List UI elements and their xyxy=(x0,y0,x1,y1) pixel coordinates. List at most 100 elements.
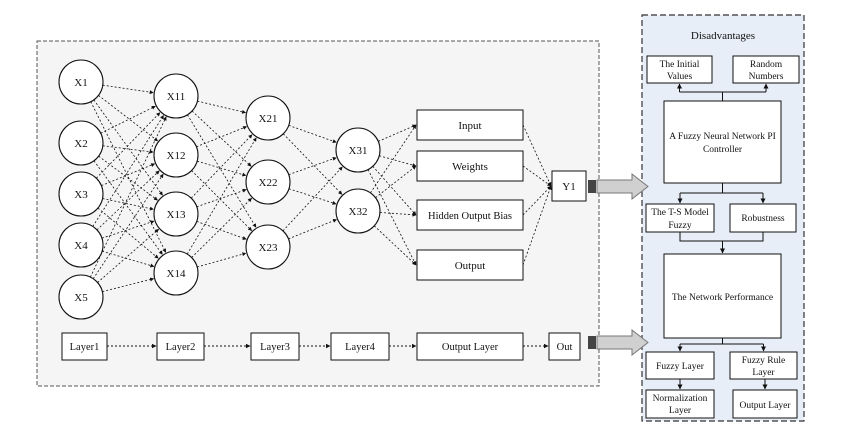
neuron-label: X5 xyxy=(74,292,88,304)
controller-to-top-boxes-connector xyxy=(679,91,766,101)
panel-title: Disadvantages xyxy=(691,30,755,42)
neuron-label: X22 xyxy=(259,177,278,189)
ts-model-box: The T-S Model Fuzzy xyxy=(645,203,715,233)
connection-line xyxy=(98,95,159,142)
connection-line xyxy=(190,134,253,199)
performance-to-bottom-boxes-connector xyxy=(680,338,764,345)
network-performance-box: The Network Performance xyxy=(663,253,782,339)
layer3-box: Layer3 xyxy=(250,332,300,361)
neuron-x21: X21 xyxy=(245,95,291,141)
connection-line xyxy=(522,165,552,187)
box-hidden-output-bias: Hidden Output Bias xyxy=(416,199,524,231)
out-to-panel-arrow xyxy=(588,328,649,357)
neuron-x12: X12 xyxy=(153,132,199,178)
connection-line xyxy=(378,124,417,142)
neuron-x4: X4 xyxy=(58,222,104,268)
normalization-layer-line1: Normalization xyxy=(653,394,708,404)
connection-line xyxy=(522,185,552,216)
connection-line xyxy=(96,112,161,179)
connection-line xyxy=(522,124,552,187)
panel-output-layer-box: Output Layer xyxy=(732,389,798,419)
ts-model-line1: The T-S Model xyxy=(651,208,709,218)
neuron-label: X13 xyxy=(167,209,186,221)
panel-connectors xyxy=(677,83,769,390)
layer2-box: Layer2 xyxy=(156,332,205,361)
fuzzy-rule-layer-box: Fuzzy Rule Layer xyxy=(729,351,798,380)
initial-values-line2: Values xyxy=(667,72,693,82)
connection-line xyxy=(522,185,552,266)
connection-line xyxy=(98,155,158,201)
connection-line xyxy=(186,137,257,255)
y1-to-panel-arrow xyxy=(588,172,649,201)
ts-model-line2: Fuzzy xyxy=(668,221,691,231)
connection-line xyxy=(370,124,417,194)
connection-line xyxy=(197,252,247,268)
neuron-x5: X5 xyxy=(58,274,104,320)
neuron-x31: X31 xyxy=(335,127,381,173)
neuron-x22: X22 xyxy=(245,159,291,205)
neuron-x13: X13 xyxy=(153,191,199,237)
connection-line xyxy=(196,160,247,177)
controller-box: A Fuzzy Neural Network PI Controller xyxy=(663,100,782,184)
neuron-x23: X23 xyxy=(245,224,291,270)
neuron-x1: X1 xyxy=(58,59,104,105)
random-numbers-line2: Numbers xyxy=(749,72,784,82)
connection-line xyxy=(191,110,252,167)
connection-line xyxy=(187,114,257,228)
neuron-x32: X32 xyxy=(335,188,381,234)
neuron-label: X14 xyxy=(167,268,186,280)
layer1-label: Layer1 xyxy=(70,342,100,353)
connection-line xyxy=(372,166,417,216)
neuron-x11: X11 xyxy=(153,73,199,119)
normalization-layer-line2: Layer xyxy=(669,406,692,416)
connection-line xyxy=(101,250,155,268)
node-y1-label: Y1 xyxy=(562,181,575,193)
neuron-label: X12 xyxy=(167,150,186,162)
output-layer-label: Output Layer xyxy=(442,342,499,353)
out-box: Out xyxy=(548,332,581,361)
connection-line xyxy=(102,198,154,211)
connection-line xyxy=(375,165,417,198)
controller-line1: A Fuzzy Neural Network PI xyxy=(669,132,776,142)
neuron-label: X1 xyxy=(74,77,87,89)
neuron-label: X11 xyxy=(167,91,186,103)
box-output: Output xyxy=(416,249,524,281)
fuzzy-layer-box: Fuzzy Layer xyxy=(645,351,715,380)
connection-line xyxy=(97,228,159,283)
neuron-label: X4 xyxy=(74,240,88,252)
connection-line xyxy=(367,169,417,266)
connection-line xyxy=(196,188,247,208)
neuron-x3: X3 xyxy=(58,171,104,217)
normalization-layer-box: Normalization Layer xyxy=(645,389,715,419)
connection-line xyxy=(92,115,164,227)
connection-line xyxy=(92,173,164,279)
box-weights-label: Weights xyxy=(452,161,488,173)
box-output-label: Output xyxy=(455,260,486,272)
connection-line xyxy=(93,160,163,255)
fuzzy-layer-label: Fuzzy Layer xyxy=(656,362,705,372)
fuzzy-rule-layer-line2: Layer xyxy=(752,368,775,378)
connection-line xyxy=(97,207,159,259)
neuron-label: X21 xyxy=(259,113,278,125)
layer4-box: Layer4 xyxy=(330,332,390,361)
box-input-label: Input xyxy=(458,120,481,132)
initial-values-box: The Initial Values xyxy=(646,55,713,84)
connection-line xyxy=(102,145,154,154)
layer-row: Layer1 Layer2 Layer3 Layer4 Output Layer… xyxy=(61,332,581,361)
connection-line xyxy=(282,166,343,232)
layer1-box: Layer1 xyxy=(61,332,108,361)
neuron-connections xyxy=(90,84,417,292)
connection-line xyxy=(102,277,155,292)
layer2-label: Layer2 xyxy=(166,342,196,353)
initial-values-line1: The Initial xyxy=(660,60,700,70)
connection-line xyxy=(90,101,167,253)
y1-output-connections xyxy=(522,124,552,266)
random-numbers-box: Random Numbers xyxy=(732,55,800,84)
neuron-label: X31 xyxy=(349,145,368,157)
neuron-x14: X14 xyxy=(153,250,199,296)
robustness-box: Robustness xyxy=(729,203,797,233)
connection-line xyxy=(196,221,247,240)
robustness-label: Robustness xyxy=(741,214,785,224)
neuron-label: X32 xyxy=(349,206,368,218)
